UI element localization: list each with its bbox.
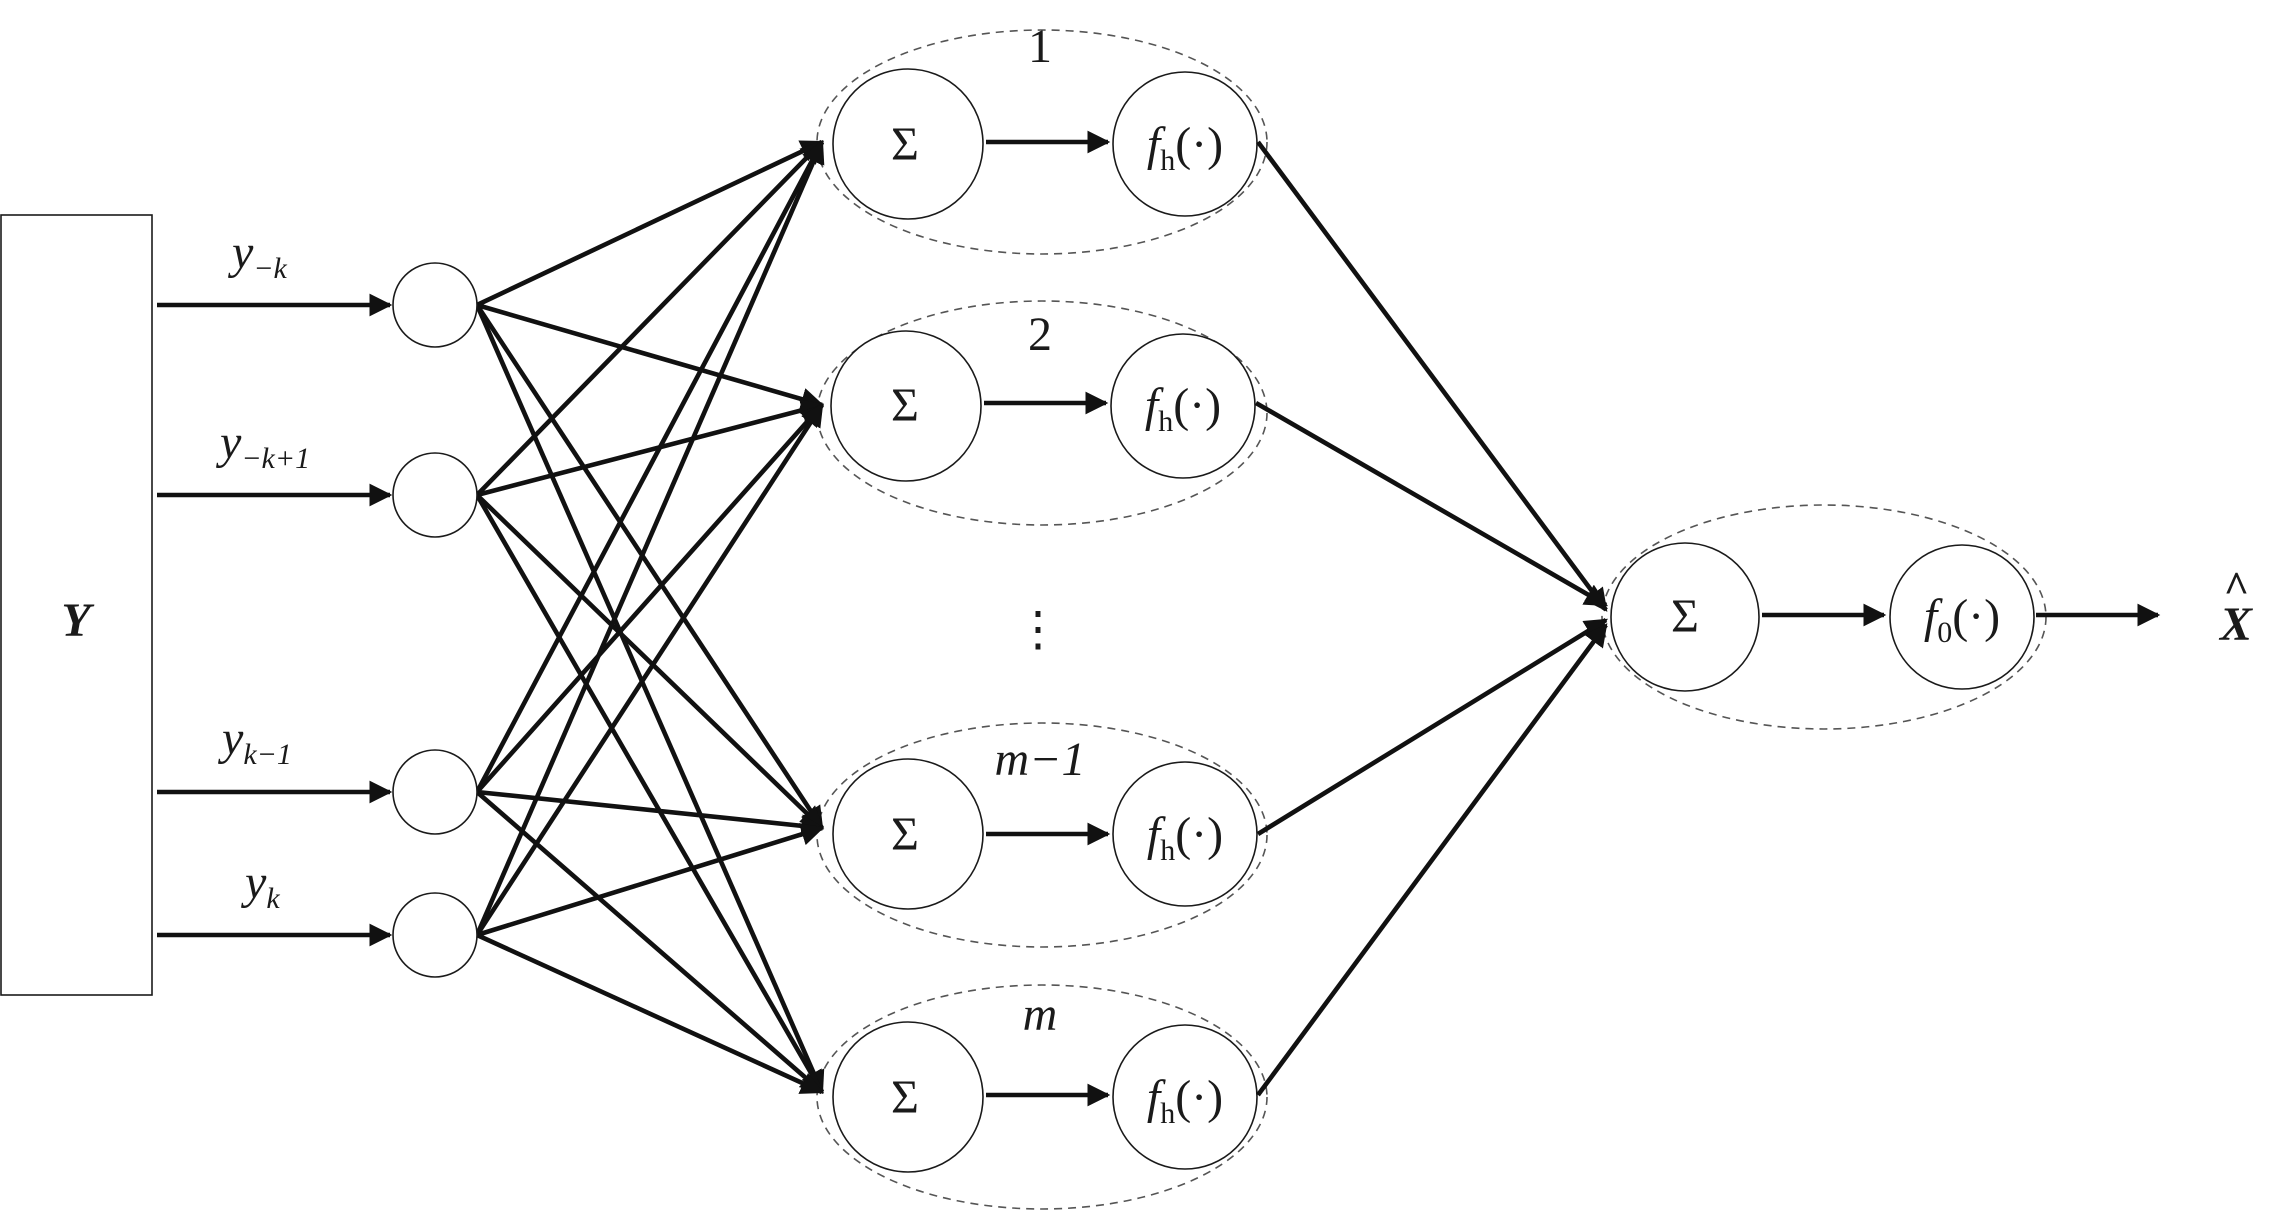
hidden-activation-label-1: fh(·)	[1147, 118, 1223, 177]
hidden-sum-node-3	[832, 758, 984, 910]
hidden-sum-symbol-2: Σ	[891, 379, 919, 432]
input-hidden-connections	[474, 139, 825, 1095]
output-sum-symbol: Σ	[1671, 590, 1699, 643]
connection-in3-h1	[474, 139, 825, 794]
hidden-sum-node-1	[832, 68, 984, 220]
output-activation-node	[1889, 544, 2035, 690]
connection-in2-h4	[475, 493, 824, 1094]
connection-in1-h3	[475, 303, 824, 830]
connection-in2-h1	[475, 140, 824, 497]
connection-in3-h4	[475, 790, 824, 1094]
hidden-activation-node-3	[1112, 761, 1258, 907]
hidden-units-ellipsis: ⋮	[1014, 603, 1062, 656]
connection-h3-out	[1256, 618, 1608, 836]
connection-in2-h3	[475, 493, 824, 830]
hidden-group-label-2: 2	[1028, 308, 1052, 361]
output-sum-node	[1610, 542, 1760, 692]
hidden-sum-symbol-3: Σ	[891, 808, 919, 861]
input-label-3: yk−1	[217, 712, 292, 771]
hidden-activation-label-3: fh(·)	[1147, 808, 1223, 867]
connection-h1-out	[1256, 140, 1608, 612]
connection-in1-h1	[476, 139, 825, 308]
input-block	[0, 214, 153, 996]
connection-h4-out	[1256, 623, 1608, 1097]
hidden-group-label-1: 1	[1028, 20, 1052, 73]
connection-in1-h2	[476, 302, 825, 411]
hidden-sum-node-4	[832, 1021, 984, 1173]
connection-in4-h1	[474, 139, 825, 936]
hidden-sum-symbol-4: Σ	[891, 1071, 919, 1124]
connection-in2-h2	[476, 399, 825, 498]
input-node-4	[392, 892, 478, 978]
input-node-2	[392, 452, 478, 538]
output-label: X	[2218, 598, 2253, 651]
hidden-sum-node-2	[830, 330, 982, 482]
input-label-2: y−k+1	[215, 416, 310, 475]
hidden-output-connections	[1254, 140, 1608, 1097]
connection-h2-out	[1254, 401, 1608, 607]
hidden-group-label-3: m−1	[994, 733, 1085, 786]
hidden-activation-label-4: fh(·)	[1147, 1071, 1223, 1130]
hidden-sum-symbol-1: Σ	[891, 118, 919, 171]
connection-in4-h3	[476, 823, 825, 938]
hidden-group-outline-2	[816, 300, 1268, 526]
output-label-accent: ^	[2223, 563, 2248, 612]
hidden-activation-label-2: fh(·)	[1145, 379, 1221, 438]
input-label-1: y−k	[227, 226, 288, 285]
input-label-4: yk	[240, 856, 280, 915]
input-node-3	[392, 749, 478, 835]
connection-in4-h4	[476, 932, 825, 1095]
input-block-label: Y	[61, 594, 94, 647]
hidden-activation-node-2	[1110, 333, 1256, 479]
hidden-group-outline-4	[816, 984, 1268, 1210]
hidden-group-outline-1	[816, 29, 1268, 255]
connection-in4-h2	[475, 403, 824, 937]
hidden-group-label-4: m	[1023, 988, 1058, 1041]
input-node-1	[392, 262, 478, 348]
hidden-activation-node-4	[1112, 1024, 1258, 1170]
connection-in3-h2	[475, 403, 824, 794]
hidden-group-outline-3	[816, 722, 1268, 948]
output-activation-label: f0(·)	[1924, 590, 2000, 649]
